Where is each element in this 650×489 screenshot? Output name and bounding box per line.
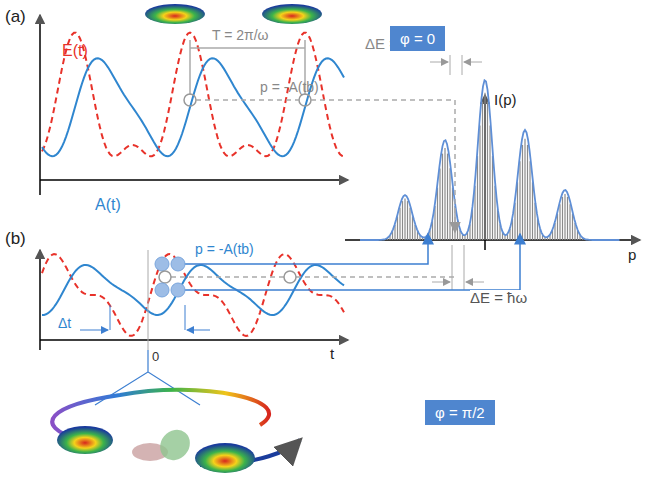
axis-label: Δt xyxy=(58,316,71,331)
phase-text: φ = π/2 xyxy=(435,404,485,421)
axis-label: (b) xyxy=(5,230,26,249)
field-curve xyxy=(42,58,344,156)
phase-box: φ = 0 xyxy=(390,26,445,51)
axis-label: (a) xyxy=(5,8,26,27)
phase-text: φ = 0 xyxy=(400,30,435,47)
phase-box: φ = π/2 xyxy=(425,400,495,425)
axis-label: p = -A(tb) xyxy=(260,80,319,95)
axis-label: E(t) xyxy=(62,42,88,60)
axis-label: I(p) xyxy=(494,92,517,109)
field-curve xyxy=(42,33,344,157)
axis-label: p xyxy=(628,247,636,264)
axis-label: ΔE = ħω xyxy=(470,290,527,307)
axis-label: p = -A(tb) xyxy=(195,242,254,257)
field-curve xyxy=(42,254,344,336)
axis-label: A(t) xyxy=(95,196,121,214)
axis-label: T = 2π/ω xyxy=(212,28,269,43)
axis-label: t xyxy=(330,346,334,363)
axis-label: 0 xyxy=(152,350,159,364)
